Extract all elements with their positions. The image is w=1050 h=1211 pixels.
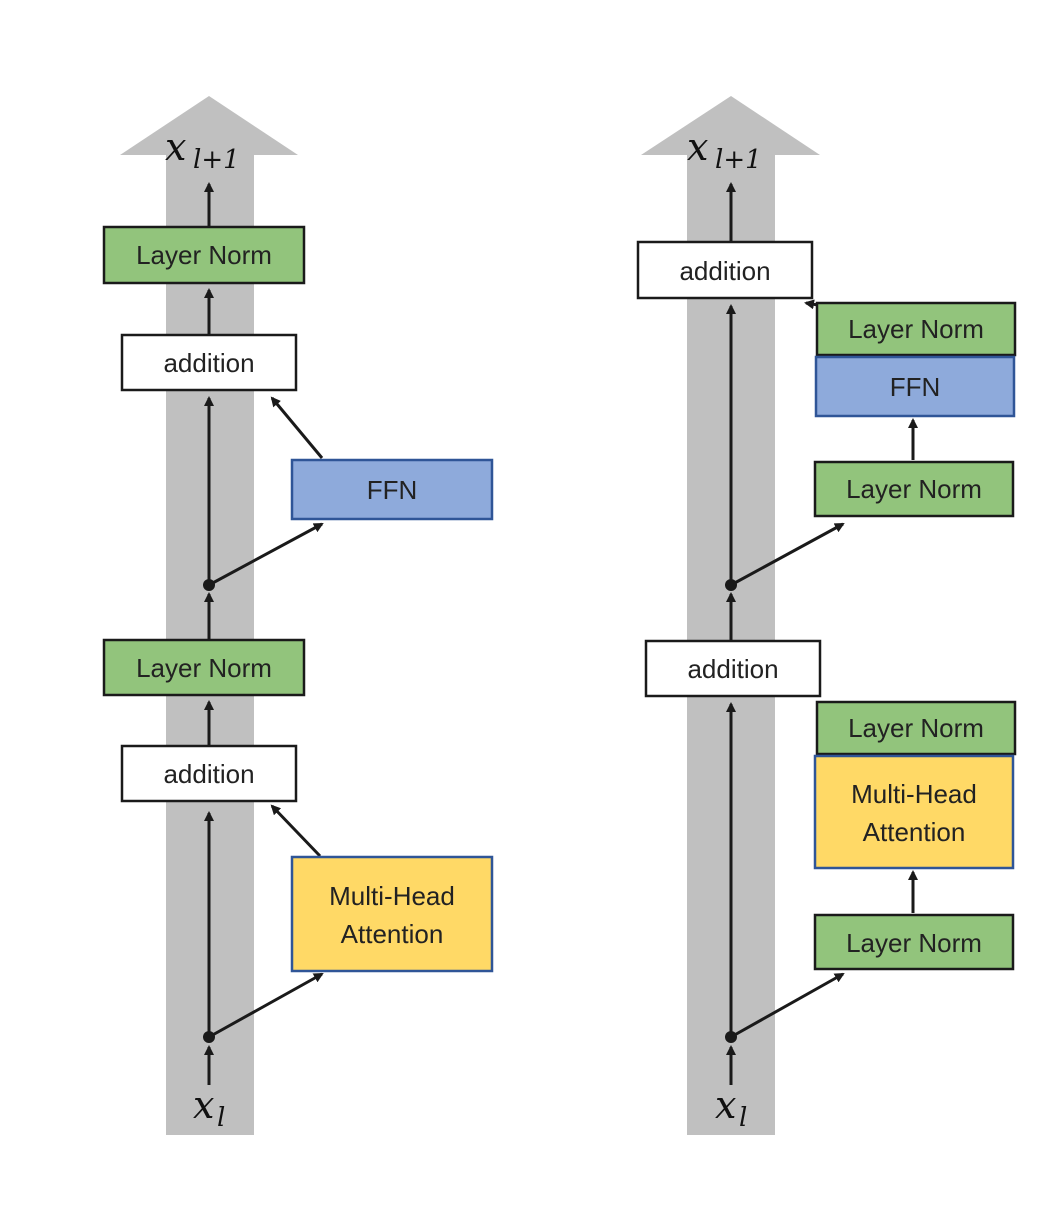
svg-text:l: l bbox=[217, 1103, 225, 1133]
right-layer-norm-ffn-pre: Layer Norm bbox=[813, 460, 1015, 518]
right-split-dot-ffn bbox=[725, 579, 737, 591]
svg-text:addition: addition bbox=[679, 256, 770, 286]
svg-text:Layer Norm: Layer Norm bbox=[846, 474, 982, 504]
left-arrow-attention-to-addition bbox=[270, 804, 322, 858]
right-highway-arrowhead bbox=[641, 96, 820, 155]
right-multi-head-attention: Multi-Head Attention bbox=[813, 754, 1015, 870]
right-layer-norm-attn-post: Layer Norm bbox=[815, 700, 1017, 756]
svg-text:Multi-Head: Multi-Head bbox=[329, 881, 455, 911]
right-arrow-to-attn-norm bbox=[730, 972, 845, 1039]
left-output-label: x l+1 bbox=[165, 125, 240, 175]
svg-text:FFN: FFN bbox=[367, 475, 418, 505]
svg-text:Attention: Attention bbox=[341, 919, 444, 949]
left-arrow-ffn-to-addition bbox=[270, 396, 324, 459]
right-layer-norm-attn-pre: Layer Norm bbox=[813, 913, 1015, 971]
left-split-dot-ffn bbox=[203, 579, 215, 591]
svg-text:x: x bbox=[687, 125, 708, 169]
svg-text:Layer Norm: Layer Norm bbox=[848, 713, 984, 743]
right-arrow-to-ffn-norm bbox=[730, 522, 845, 587]
svg-text:FFN: FFN bbox=[890, 372, 941, 402]
right-split-dot-attention bbox=[725, 1031, 737, 1043]
left-highway-arrowhead bbox=[120, 96, 298, 155]
svg-text:addition: addition bbox=[687, 654, 778, 684]
left-input-label: x l bbox=[193, 1083, 225, 1133]
svg-text:l: l bbox=[739, 1103, 747, 1133]
right-addition-top: addition bbox=[636, 240, 814, 300]
svg-text:Attention: Attention bbox=[863, 817, 966, 847]
svg-text:x: x bbox=[165, 125, 186, 169]
svg-text:x: x bbox=[193, 1083, 214, 1127]
svg-text:addition: addition bbox=[163, 759, 254, 789]
left-diagram: x l+1 Layer Norm addition FFN bbox=[102, 96, 494, 1135]
left-layer-norm-bottom: Layer Norm bbox=[102, 638, 306, 697]
left-ffn: FFN bbox=[290, 458, 494, 521]
right-input-label: x l bbox=[715, 1083, 747, 1133]
left-addition-bottom: addition bbox=[120, 744, 298, 803]
svg-text:Layer Norm: Layer Norm bbox=[136, 240, 272, 270]
svg-text:Layer Norm: Layer Norm bbox=[848, 314, 984, 344]
svg-text:Multi-Head: Multi-Head bbox=[851, 779, 977, 809]
right-diagram: x l+1 addition Layer Norm FFN bbox=[636, 96, 1017, 1135]
left-multi-head-attention: Multi-Head Attention bbox=[290, 855, 494, 973]
left-addition-top: addition bbox=[120, 333, 298, 392]
left-arrow-to-ffn bbox=[208, 522, 324, 587]
right-layer-norm-ffn-post: Layer Norm bbox=[815, 301, 1017, 357]
svg-text:Layer Norm: Layer Norm bbox=[846, 928, 982, 958]
right-output-label: x l+1 bbox=[687, 125, 762, 175]
left-arrow-to-attention bbox=[208, 972, 324, 1039]
right-addition-bottom: addition bbox=[644, 639, 822, 698]
svg-text:x: x bbox=[715, 1083, 736, 1127]
svg-text:addition: addition bbox=[163, 348, 254, 378]
svg-text:l+1: l+1 bbox=[193, 145, 240, 175]
left-layer-norm-top: Layer Norm bbox=[102, 225, 306, 285]
svg-text:l+1: l+1 bbox=[715, 145, 762, 175]
left-split-dot-attention bbox=[203, 1031, 215, 1043]
right-ffn: FFN bbox=[814, 355, 1016, 418]
svg-text:Layer Norm: Layer Norm bbox=[136, 653, 272, 683]
